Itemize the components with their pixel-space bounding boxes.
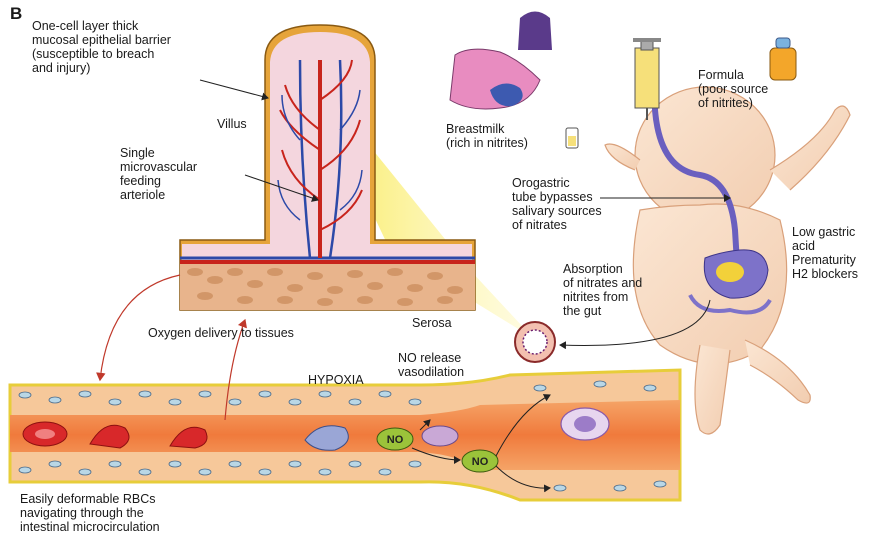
villus-illustration <box>180 25 475 310</box>
no-molecule-1: NO <box>377 428 413 450</box>
microcirculation-vessel <box>10 370 680 500</box>
panel-letter: B <box>10 4 22 24</box>
no-molecule-2: NO <box>462 450 498 472</box>
formula-label: Formula (poor source of nitrites) <box>698 68 768 110</box>
epithelial-barrier-label: One-cell layer thick mucosal epithelial … <box>32 19 171 75</box>
absorption-label: Absorption of nitrates and nitrites from… <box>563 262 642 318</box>
gastric-factors-label: Low gastric acid Prematurity H2 blockers <box>792 225 858 281</box>
arteriole-label: Single microvascular feeding arteriole <box>120 146 197 202</box>
arteriole-ring <box>515 322 555 362</box>
serosa-label: Serosa <box>412 316 452 330</box>
orogastric-label: Orogastric tube bypasses salivary source… <box>512 176 602 232</box>
hypoxia-label: HYPOXIA <box>308 373 364 387</box>
villus-label: Villus <box>217 117 247 131</box>
oxygen-delivery-label: Oxygen delivery to tissues <box>148 326 294 340</box>
syringe-illustration <box>633 38 661 120</box>
breastmilk-label: Breastmilk (rich in nitrites) <box>446 122 528 150</box>
no-release-label: NO release vasodilation <box>398 351 464 379</box>
rbc-label: Easily deformable RBCs navigating throug… <box>20 492 160 534</box>
formula-bottle-illustration <box>770 38 796 80</box>
no-label-2: NO <box>472 456 489 468</box>
no-label-1: NO <box>387 434 404 446</box>
